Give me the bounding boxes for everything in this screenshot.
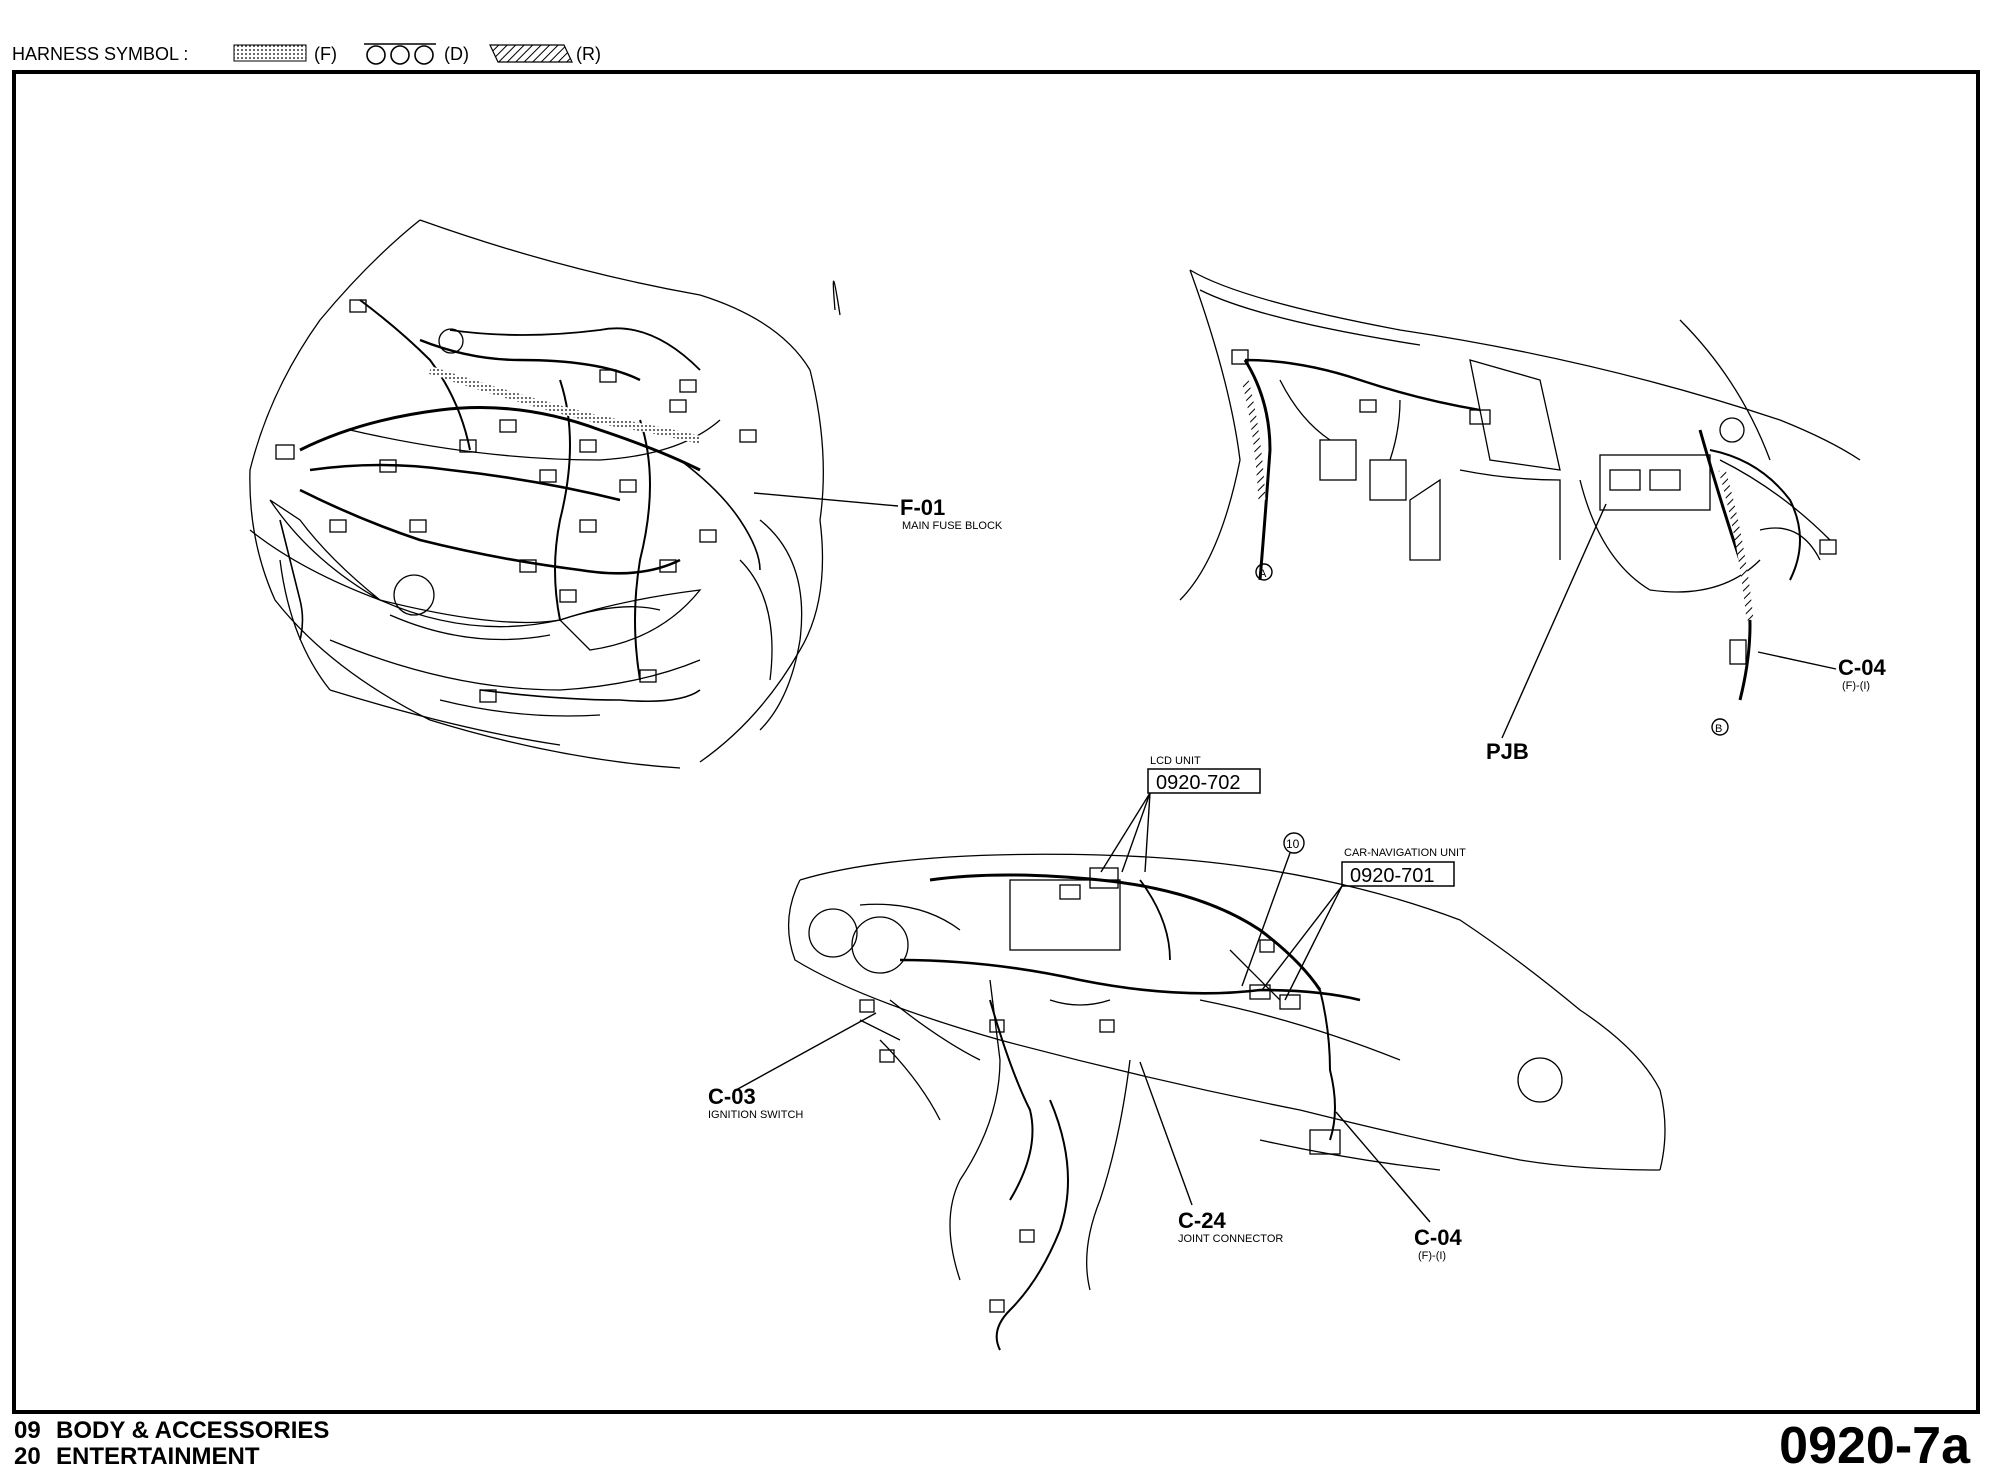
leader-lines-nav	[1261, 885, 1343, 1001]
legend-f-swatch	[233, 44, 307, 62]
callout-c24: C-24 JOINT CONNECTOR	[1139, 1061, 1283, 1245]
subsection-title: ENTERTAINMENT	[56, 1443, 260, 1470]
c24-code: C-24	[1178, 1208, 1226, 1233]
leader-lines-lcd	[1100, 792, 1151, 873]
callout-f01: F-01 MAIN FUSE BLOCK	[753, 492, 1003, 532]
leader-line-c03	[735, 1012, 877, 1091]
f01-desc: MAIN FUSE BLOCK	[902, 520, 1003, 532]
diagram-frame	[12, 70, 1980, 1414]
c04-top-code: C-04	[1838, 655, 1886, 680]
instrument-panel-drawing	[787, 853, 1666, 1351]
legend-d-swatch	[364, 43, 436, 65]
subsection-number: 20	[14, 1443, 41, 1470]
callout-c03: C-03 IGNITION SWITCH	[708, 1012, 877, 1121]
pjb-code: PJB	[1486, 739, 1529, 764]
marker-b: B	[1711, 718, 1729, 736]
c04-bottom-desc: (F)-(I)	[1418, 1250, 1446, 1262]
legend-r-code: (R)	[576, 44, 601, 64]
section-title: BODY & ACCESSORIES	[56, 1417, 330, 1444]
leader-line-c24	[1139, 1061, 1193, 1206]
marker-a-label: A	[1259, 568, 1267, 580]
section-footer: 09 BODY & ACCESSORIES 20 ENTERTAINMENT	[14, 1418, 329, 1470]
subsection-line: 20 ENTERTAINMENT	[14, 1444, 329, 1470]
c03-desc: IGNITION SWITCH	[708, 1109, 803, 1121]
c24-desc: JOINT CONNECTOR	[1178, 1233, 1283, 1245]
c04-top-desc: (F)-(I)	[1842, 680, 1870, 692]
marker-10-label: 10	[1286, 837, 1300, 851]
leader-line-pjb	[1501, 503, 1607, 739]
leader-line-c04-bottom	[1335, 1111, 1431, 1223]
nav-unit-ref-box	[1341, 861, 1455, 887]
legend-d-code: (D)	[444, 44, 469, 64]
c03-code: C-03	[708, 1084, 756, 1109]
legend-f-code: (F)	[314, 44, 337, 64]
marker-a: A	[1255, 563, 1273, 581]
legend-r-swatch	[489, 44, 573, 63]
harness-legend: HARNESS SYMBOL : (F) (D) (R)	[12, 43, 601, 65]
callout-lcd-unit: LCD UNIT 0920-702	[1100, 755, 1261, 873]
marker-10: 10	[1241, 832, 1305, 987]
callout-c04-bottom: C-04 (F)-(I)	[1335, 1111, 1462, 1262]
callout-c04-top: C-04 (F)-(I)	[1757, 651, 1886, 692]
nav-unit-desc: CAR-NAVIGATION UNIT	[1344, 847, 1466, 859]
callout-nav-unit: CAR-NAVIGATION UNIT 0920-701	[1261, 847, 1466, 1001]
harness-symbol-label: HARNESS SYMBOL :	[12, 44, 188, 64]
lcd-unit-ref-box	[1147, 768, 1261, 794]
passenger-compartment-drawing	[1179, 269, 1861, 701]
callout-pjb: PJB	[1486, 503, 1607, 764]
section-number: 09	[14, 1417, 41, 1444]
f01-code: F-01	[900, 495, 945, 520]
leader-line-f01	[753, 492, 899, 507]
section-line: 09 BODY & ACCESSORIES	[14, 1418, 329, 1444]
engine-compartment-drawing	[249, 219, 841, 769]
c04-bottom-code: C-04	[1414, 1225, 1462, 1250]
marker-b-label: B	[1715, 723, 1722, 735]
lcd-unit-desc: LCD UNIT	[1150, 755, 1201, 767]
lcd-unit-ref: 0920-702	[1156, 772, 1241, 794]
nav-unit-ref: 0920-701	[1350, 865, 1435, 887]
page-code: 0920-7a	[1779, 1417, 1970, 1475]
leader-line-c04-top	[1757, 651, 1837, 670]
